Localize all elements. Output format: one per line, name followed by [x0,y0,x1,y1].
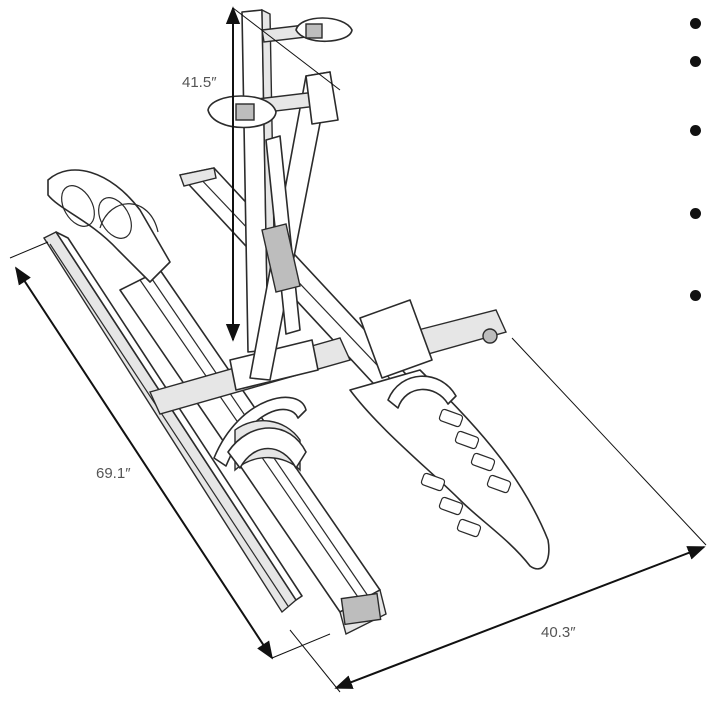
width-label: 40.3″ [541,624,576,641]
bullet-3 [690,125,701,136]
upper-arm [261,17,353,43]
width-dimension: 40.3″ [289,337,707,693]
rack-illustration [42,8,550,636]
length-dimension: 69.1″ [9,241,331,660]
right-ramp [349,369,550,570]
bullet-1 [690,18,701,29]
middle-arm [207,71,339,129]
bullet-5 [690,290,701,301]
hitch-bar [359,299,507,379]
length-label: 69.1″ [96,465,131,482]
bullet-2 [690,56,701,67]
bullet-4 [690,208,701,219]
mast [241,8,331,381]
height-label: 41.5″ [182,74,217,91]
